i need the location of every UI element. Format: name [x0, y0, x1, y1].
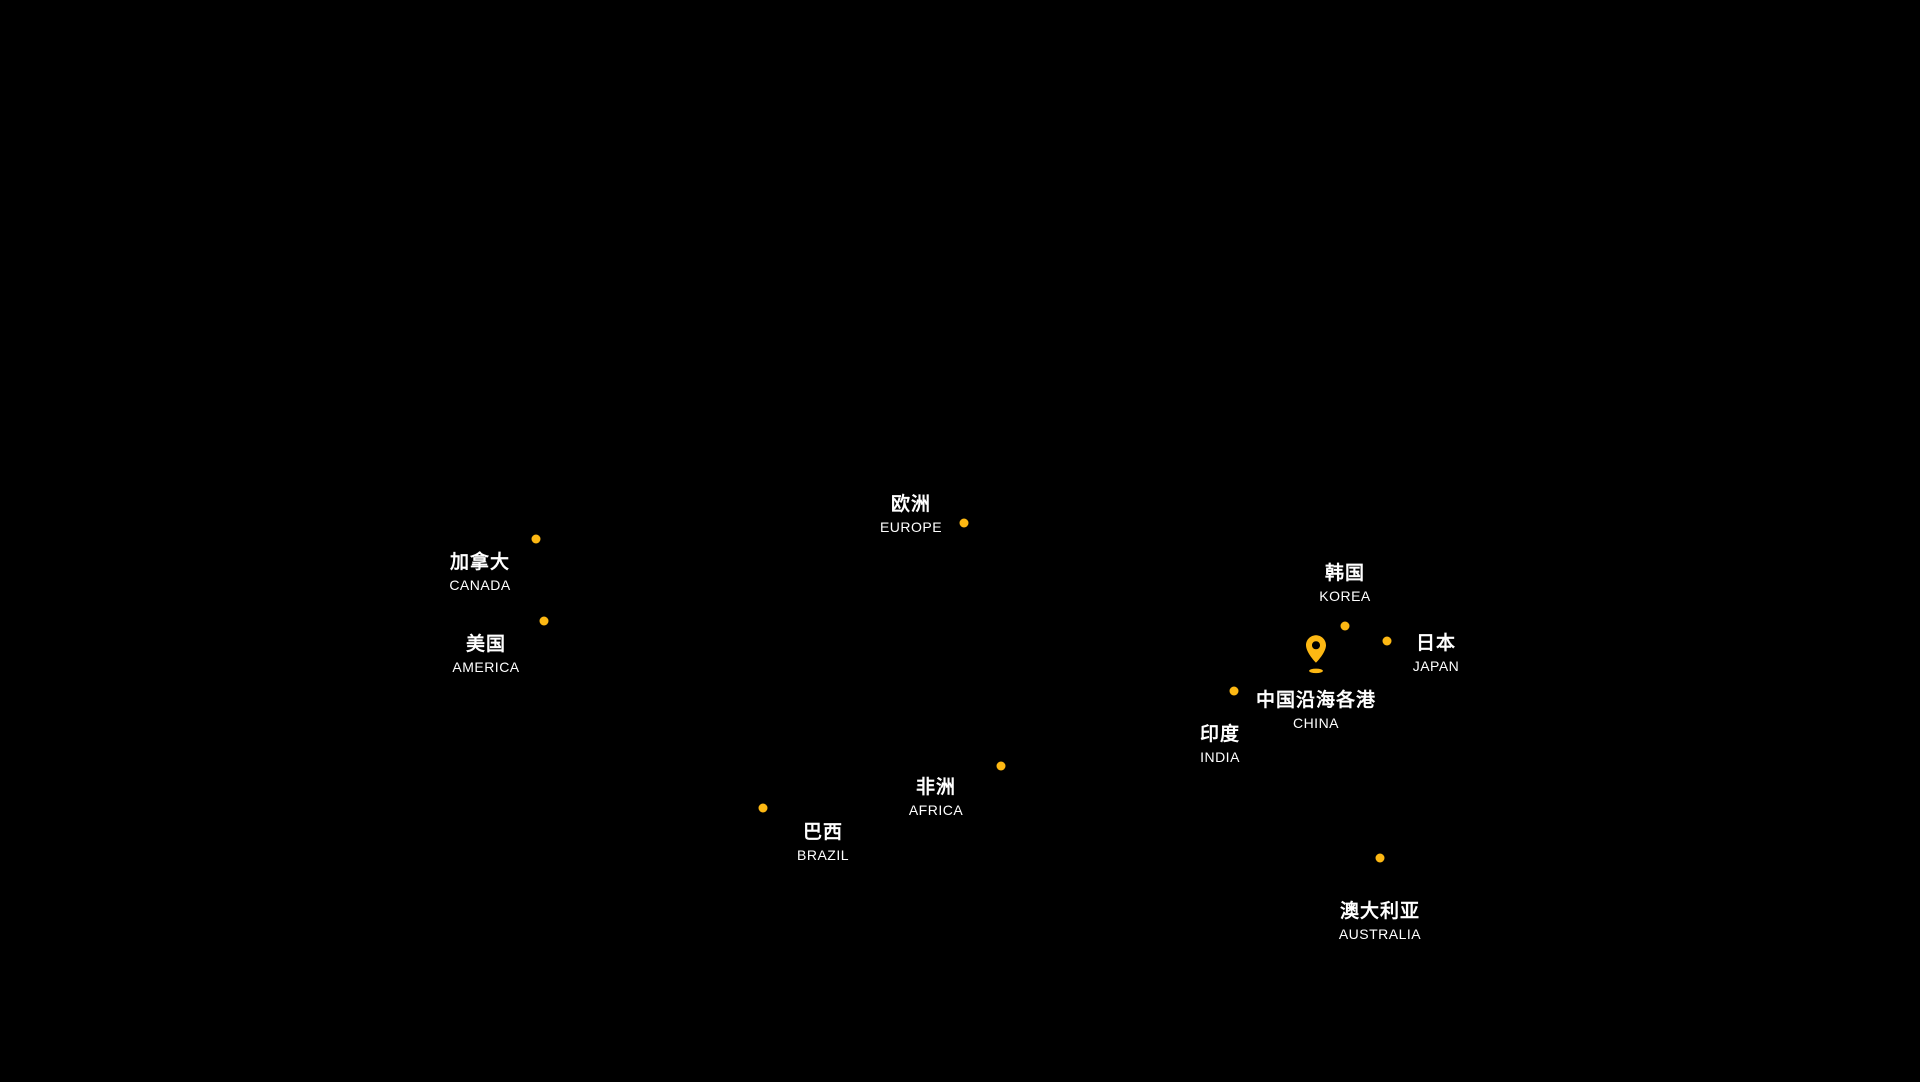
- japan-label: 日本 JAPAN: [1413, 631, 1460, 676]
- location-name-en: CHINA: [1292, 715, 1340, 731]
- korea-label: 韩国 KOREA: [1319, 561, 1371, 606]
- location-name-cn: 巴西: [802, 822, 844, 843]
- canada-label: 加拿大 CANADA: [449, 550, 510, 595]
- australia-marker-dot: [1375, 853, 1385, 863]
- china-pin-icon: [1306, 635, 1326, 674]
- location-name-en: CANADA: [449, 577, 511, 593]
- location-name-cn: 澳大利亚: [1339, 901, 1420, 922]
- location-name-cn: 中国沿海各港: [1255, 690, 1377, 711]
- location-name-cn: 非洲: [915, 777, 956, 798]
- location-name-en: AMERICA: [452, 659, 520, 675]
- america-marker-dot: [539, 616, 549, 626]
- china-label: 中国沿海各港 CHINA: [1256, 688, 1376, 733]
- location-name-en: KOREA: [1319, 588, 1371, 604]
- location-name-en: AUSTRALIA: [1338, 926, 1422, 942]
- location-name-cn: 印度: [1199, 724, 1241, 745]
- africa-marker-dot: [996, 761, 1006, 771]
- brazil-label: 巴西 BRAZIL: [797, 820, 849, 865]
- australia-label: 澳大利亚 AUSTRALIA: [1339, 899, 1421, 944]
- location-name-cn: 欧洲: [890, 494, 931, 515]
- brazil-marker-dot: [758, 803, 768, 813]
- japan-marker-dot: [1382, 636, 1392, 646]
- location-name-cn: 日本: [1415, 633, 1456, 654]
- location-name-cn: 韩国: [1324, 563, 1366, 584]
- location-name-en: BRAZIL: [796, 847, 850, 863]
- location-name-en: JAPAN: [1412, 658, 1460, 674]
- europe-label: 欧洲 EUROPE: [880, 492, 942, 537]
- canada-marker-dot: [531, 534, 541, 544]
- location-name-cn: 美国: [465, 634, 507, 655]
- india-label: 印度 INDIA: [1200, 722, 1240, 767]
- europe-marker-dot: [959, 518, 969, 528]
- location-name-en: AFRICA: [908, 802, 964, 818]
- africa-label: 非洲 AFRICA: [909, 775, 963, 820]
- location-name-cn: 加拿大: [449, 552, 511, 573]
- korea-marker-dot: [1340, 621, 1350, 631]
- america-label: 美国 AMERICA: [452, 632, 519, 677]
- location-name-en: INDIA: [1200, 749, 1240, 765]
- location-name-en: EUROPE: [879, 519, 943, 535]
- india-marker-dot: [1229, 686, 1239, 696]
